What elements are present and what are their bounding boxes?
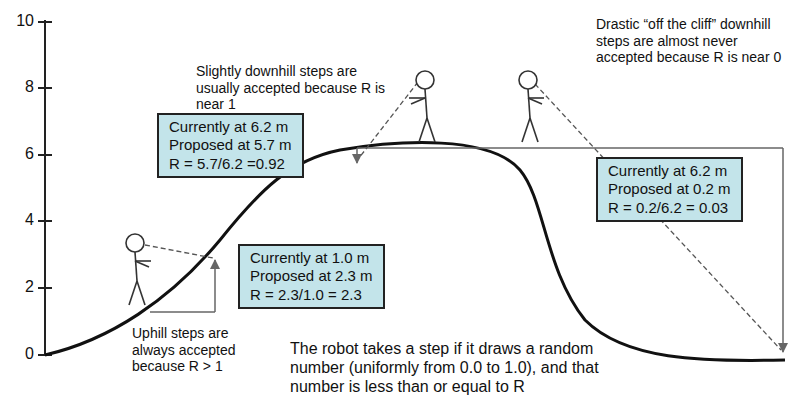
sight-lines [145,82,781,350]
step-box: Currently at 6.2 mProposed at 5.7 mR = 5… [157,113,304,178]
box-line: Proposed at 2.3 m [250,267,373,285]
robot-figure [126,234,151,305]
box-line: R = 0.2/6.2 = 0.03 [608,199,731,217]
axis-tick-label: 8 [2,78,34,97]
box-line: R = 2.3/1.0 = 2.3 [250,286,373,304]
box-line: Proposed at 0.2 m [608,180,731,198]
robot-figure [519,71,544,142]
robot-figure [409,71,435,142]
rule-text: The robot takes a step if it draws a ran… [290,340,635,397]
axis-tick-label: 6 [2,145,34,164]
axis-tick-label: 4 [2,211,34,230]
box-line: Currently at 6.2 m [608,162,731,180]
note-text: Uphill steps are always accepted because… [132,325,272,375]
box-line: Proposed at 5.7 m [169,136,292,154]
axis-tick-label: 0 [2,345,34,364]
box-line: Currently at 6.2 m [169,118,292,136]
step-box: Currently at 6.2 mProposed at 0.2 mR = 0… [596,157,743,222]
axis-tick-label: 2 [2,278,34,297]
axis-tick-label: 10 [2,12,34,31]
note-text: Slightly downhill steps are usually acce… [196,63,388,113]
box-line: R = 5.7/6.2 =0.92 [169,155,292,173]
step-box: Currently at 1.0 mProposed at 2.3 mR = 2… [238,244,385,309]
y-axis [38,20,52,356]
note-text: Drastic “off the cliff” downhill steps a… [596,16,784,66]
box-line: Currently at 1.0 m [250,249,373,267]
